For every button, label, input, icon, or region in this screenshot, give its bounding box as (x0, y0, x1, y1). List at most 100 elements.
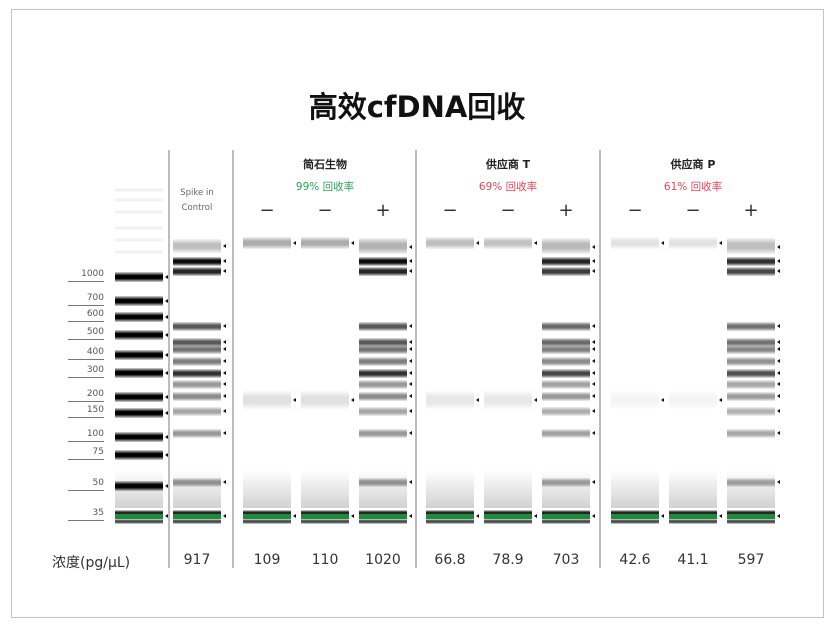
lower-marker-band (484, 514, 532, 519)
band-marker-icon (409, 382, 412, 386)
band-marker-icon (592, 480, 595, 484)
band-marker-icon (592, 514, 595, 518)
ladder-tick (68, 441, 104, 442)
band-marker-icon (777, 245, 780, 249)
gel-band (243, 510, 291, 516)
band-marker-icon (293, 241, 296, 245)
ladder-label: 300 (86, 365, 104, 375)
gel-band (542, 368, 590, 378)
gel-smear (484, 470, 532, 508)
gel-band (173, 391, 221, 401)
ladder-tick (68, 417, 104, 418)
gel-band (359, 368, 407, 378)
band-marker-icon (409, 324, 412, 328)
gel-band (727, 337, 775, 347)
ladder-label: 100 (86, 429, 104, 439)
figure-frame (11, 9, 824, 618)
gel-band (727, 344, 775, 354)
ladder-band (115, 368, 163, 378)
band-marker-icon (534, 398, 537, 402)
concentration-row-label: 浓度(pg/μL) (52, 555, 131, 571)
band-marker-icon (592, 394, 595, 398)
band-marker-icon (165, 484, 168, 488)
lower-marker-band (173, 514, 221, 519)
concentration-value: 110 (311, 552, 339, 568)
band-marker-icon (777, 480, 780, 484)
band-marker-icon (165, 371, 168, 375)
lane-sign: + (375, 200, 391, 221)
gel-band (727, 256, 775, 266)
ladder-artifact (115, 188, 163, 192)
band-marker-icon (409, 245, 412, 249)
band-marker-icon (223, 324, 226, 328)
gel-band (301, 510, 349, 516)
ladder-band (115, 330, 163, 340)
gel-band (727, 266, 775, 276)
gel-band-cfdna (426, 391, 474, 409)
ladder-band (115, 408, 163, 418)
lower-marker-band (359, 514, 407, 519)
band-marker-icon (777, 409, 780, 413)
band-marker-icon (661, 514, 664, 518)
group-divider (599, 150, 601, 568)
gel-band-hmw (426, 237, 474, 249)
gel-band (359, 391, 407, 401)
band-marker-icon (777, 514, 780, 518)
ladder-tick (68, 281, 104, 282)
band-marker-icon (165, 275, 168, 279)
band-marker-icon (351, 241, 354, 245)
gel-band-hmw (669, 237, 717, 249)
lane-sign: − (627, 200, 643, 221)
gel-band (173, 477, 221, 487)
gel-band (173, 379, 221, 389)
band-marker-icon (592, 324, 595, 328)
gel-band-cfdna (611, 391, 659, 409)
band-marker-icon (777, 269, 780, 273)
band-marker-icon (592, 371, 595, 375)
band-marker-icon (409, 431, 412, 435)
ladder-tick (68, 321, 104, 322)
figure-title: 高效cfDNA回收 (308, 90, 526, 124)
gel-band (542, 406, 590, 416)
band-marker-icon (223, 259, 226, 263)
gel-band (359, 428, 407, 438)
band-marker-icon (777, 340, 780, 344)
gel-band (727, 518, 775, 524)
lower-marker-band (611, 514, 659, 519)
lower-marker-band (542, 514, 590, 519)
gel-band (727, 428, 775, 438)
gel-band (301, 518, 349, 524)
gel-band (173, 428, 221, 438)
recovery-rate-vendor-p: 61% 回收率 (663, 181, 723, 193)
band-marker-icon (592, 409, 595, 413)
band-marker-icon (165, 411, 168, 415)
lane-sign: − (442, 200, 458, 221)
band-marker-icon (592, 340, 595, 344)
band-marker-icon (719, 398, 722, 402)
ladder-label: 75 (92, 447, 104, 457)
band-marker-icon (165, 453, 168, 457)
band-marker-icon (592, 431, 595, 435)
ladder-label: 35 (92, 508, 104, 518)
gel-band (542, 518, 590, 524)
band-marker-icon (409, 340, 412, 344)
ladder-label: 600 (86, 309, 104, 319)
lane-divider (232, 150, 234, 568)
gel-band (669, 510, 717, 516)
gel-band (359, 321, 407, 331)
ladder-tick (68, 339, 104, 340)
gel-band-top (727, 238, 775, 254)
band-marker-icon (592, 382, 595, 386)
gel-band (542, 256, 590, 266)
lower-marker-band (426, 514, 474, 519)
band-marker-icon (165, 333, 168, 337)
gel-band (115, 510, 163, 516)
band-marker-icon (592, 259, 595, 263)
ladder-tick (68, 377, 104, 378)
band-marker-icon (777, 359, 780, 363)
recovery-rate-jianshi: 99% 回收率 (295, 181, 355, 193)
gel-band (542, 477, 590, 487)
band-marker-icon (592, 245, 595, 249)
gel-band (173, 368, 221, 378)
gel-band (359, 477, 407, 487)
